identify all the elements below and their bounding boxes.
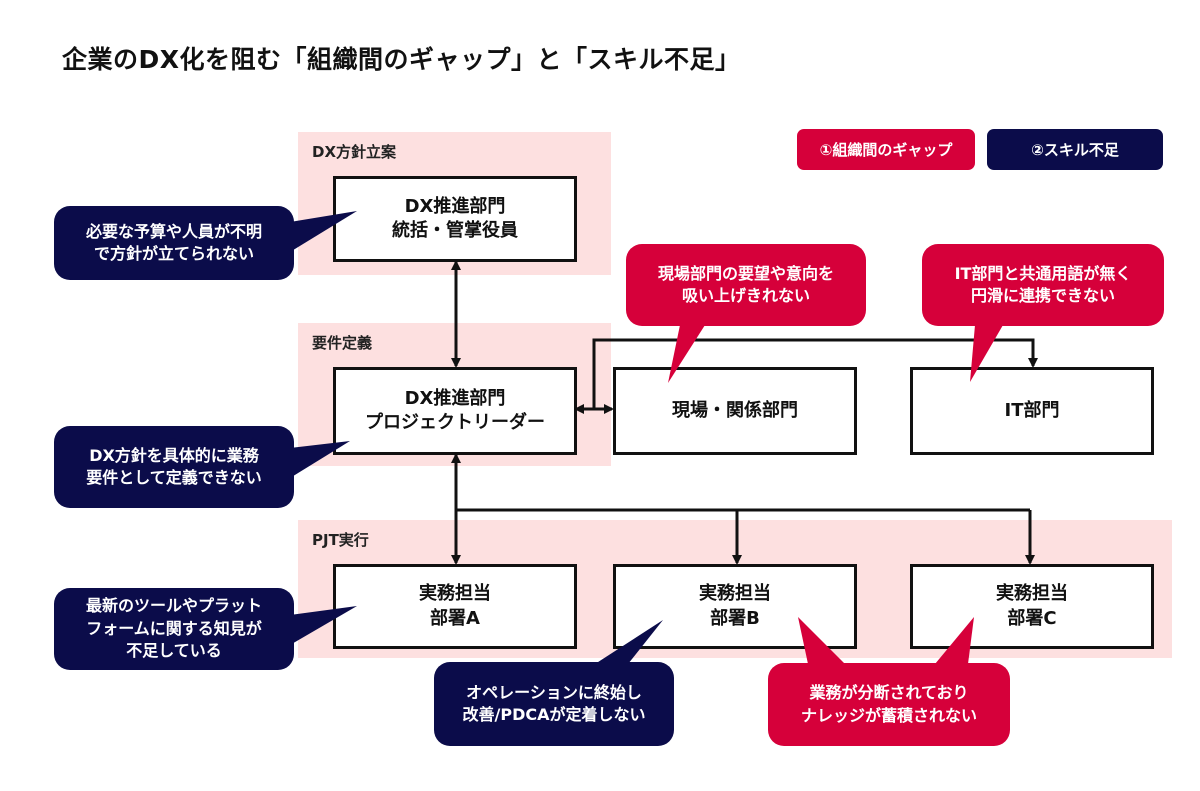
node-line: プロジェクトリーダー (365, 412, 545, 433)
node-line: 部署B (710, 607, 760, 629)
callout-knowledge-silo: 業務が分断されており ナレッジが蓄積されない (768, 663, 1010, 746)
callout-line: オペレーションに終始し (466, 682, 642, 702)
callout-line: フォームに関する知見が (86, 618, 262, 638)
callout-budget-unclear: 必要な予算や人員が不明 で方針が立てられない (54, 206, 294, 280)
callout-line: 業務が分断されており (809, 683, 969, 703)
node-line: 部署A (430, 607, 480, 629)
node-dept-c: 実務担当 部署C (910, 564, 1154, 649)
node-dept-b: 実務担当 部署B (613, 564, 857, 649)
callout-line: ナレッジが蓄積されない (800, 705, 977, 725)
callout-line: 吸い上げきれない (681, 286, 810, 305)
callout-line: で方針が立てられない (93, 244, 254, 263)
callout-line: 改善/PDCAが定着しない (462, 705, 646, 724)
callout-tool-knowledge: 最新のツールやプラット フォームに関する知見が 不足している (54, 588, 294, 670)
callout-define-requirements: DX方針を具体的に業務 要件として定義できない (54, 426, 294, 508)
page-title: 企業のDX化を阻む「組織間のギャップ」と「スキル不足」 (62, 45, 741, 74)
node-line: 部署C (1007, 607, 1057, 629)
node-dx-exec: DX推進部門 統括・管掌役員 (333, 176, 577, 262)
node-line: 実務担当 (699, 583, 771, 605)
node-dept-a: 実務担当 部署A (333, 564, 577, 649)
node-it: IT部門 (910, 367, 1154, 455)
phase-label-requirements: 要件定義 (312, 334, 373, 352)
callout-line: IT部門と共通用語が無く (954, 263, 1132, 283)
callout-line: 現場部門の要望や意向を (657, 263, 834, 283)
node-line: 現場・関係部門 (672, 399, 798, 421)
callout-it-terms: IT部門と共通用語が無く 円滑に連携できない (922, 244, 1164, 326)
callout-line: 必要な予算や人員が不明 (85, 221, 262, 241)
callout-line: 要件として定義できない (86, 468, 262, 487)
legend-skill: ②スキル不足 (987, 129, 1163, 170)
callout-line: 最新のツールやプラット (85, 596, 262, 616)
node-dx-pl: DX推進部門 プロジェクトリーダー (333, 367, 577, 455)
callout-field-wishes: 現場部門の要望や意向を 吸い上げきれない (626, 244, 866, 326)
callout-operation-pdca: オペレーションに終始し 改善/PDCAが定着しない (434, 662, 674, 746)
node-line: 実務担当 (419, 583, 491, 605)
phase-label-policy: DX方針立案 (312, 143, 397, 161)
node-line: 統括・管掌役員 (392, 220, 518, 241)
node-line: DX推進部門 (404, 195, 506, 217)
legend-gap: ①組織間のギャップ (797, 129, 975, 170)
phase-label-execution: PJT実行 (312, 531, 369, 549)
node-field: 現場・関係部門 (613, 367, 857, 455)
node-line: 実務担当 (996, 583, 1068, 605)
callout-line: 円滑に連携できない (970, 286, 1115, 305)
callout-line: 不足している (126, 641, 222, 661)
node-line: DX推進部門 (404, 387, 506, 409)
callout-line: DX方針を具体的に業務 (89, 445, 259, 465)
node-line: IT部門 (1004, 399, 1060, 421)
